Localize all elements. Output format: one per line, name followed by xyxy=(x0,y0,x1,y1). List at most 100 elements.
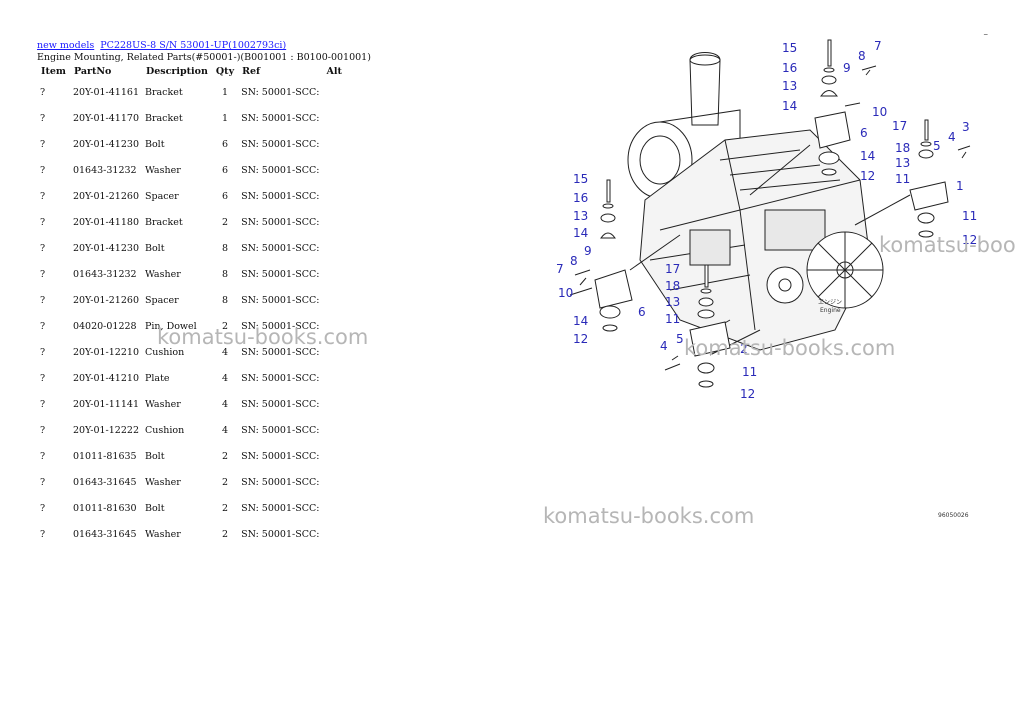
cell-ref: SN: 50001-SCC: xyxy=(241,503,320,514)
cell-partno: 01643-31645 xyxy=(72,529,137,540)
cell-item: ? xyxy=(40,373,46,384)
table-header-row: Item PartNo Description Qty Ref Alt xyxy=(37,66,346,87)
callout: 17 xyxy=(892,119,907,133)
exploded-diagram: 15 16 13 14 8 7 9 10 6 14 12 17 18 13 11… xyxy=(556,39,977,519)
cell-partno: 20Y-01-41230 xyxy=(72,139,139,150)
cell-item: ? xyxy=(40,113,46,124)
cell-ref: SN: 50001-SCC: xyxy=(241,191,320,202)
cell-item: ? xyxy=(40,191,46,202)
cell-ref: SN: 50001-SCC: xyxy=(241,139,320,150)
cell-ref: SN: 50001-SCC: xyxy=(241,477,320,488)
link-model[interactable]: PC228US-8 S/N 53001-UP(1002793ci) xyxy=(100,40,287,51)
cell-item: ? xyxy=(40,451,46,462)
callout: 13 xyxy=(665,295,680,309)
cell-ref: SN: 50001-SCC: xyxy=(241,321,320,332)
cell-partno: 01643-31232 xyxy=(72,165,137,176)
cell-qty: 4 xyxy=(221,399,229,410)
callout: 16 xyxy=(782,61,797,75)
cell-item: ? xyxy=(40,503,46,514)
callout: 18 xyxy=(665,279,680,293)
mount-parts xyxy=(569,39,971,388)
callout: 16 xyxy=(573,191,588,205)
cell-description: Washer xyxy=(144,477,181,488)
cell-alt xyxy=(322,295,345,321)
callout: 14 xyxy=(573,226,588,240)
cell-qty: 4 xyxy=(221,425,229,436)
cell-description: Pin, Dowel xyxy=(144,321,197,332)
cell-item: ? xyxy=(40,399,46,410)
watermark: komatsu-boo xyxy=(879,233,1016,257)
cell-partno: 20Y-01-41161 xyxy=(72,87,139,98)
cell-qty: 6 xyxy=(221,139,229,150)
callout: 14 xyxy=(782,99,797,113)
cell-description: Spacer xyxy=(144,191,179,202)
link-new-models[interactable]: new models xyxy=(37,40,95,51)
callout: 14 xyxy=(860,149,875,163)
cell-qty: 2 xyxy=(221,217,229,228)
cell-item: ? xyxy=(40,477,46,488)
callout: 11 xyxy=(665,312,680,326)
cell-partno: 20Y-01-12222 xyxy=(72,425,139,436)
cell-item: ? xyxy=(40,243,46,254)
cell-partno: 01643-31232 xyxy=(72,269,137,280)
cell-item: ? xyxy=(40,165,46,176)
cell-description: Bolt xyxy=(144,451,165,462)
cell-description: Cushion xyxy=(144,347,185,358)
callout: 13 xyxy=(782,79,797,93)
cell-ref: SN: 50001-SCC: xyxy=(241,87,320,98)
callout: 12 xyxy=(860,169,875,183)
cell-qty: 2 xyxy=(221,529,229,540)
callout: 7 xyxy=(556,262,564,276)
header-qty: Qty xyxy=(215,66,235,77)
cell-qty: 6 xyxy=(221,165,229,176)
cell-item: ? xyxy=(40,139,46,150)
callout: 5 xyxy=(933,139,941,153)
cell-alt xyxy=(322,425,345,451)
cell-alt xyxy=(322,243,345,269)
cell-ref: SN: 50001-SCC: xyxy=(241,373,320,384)
callout: 6 xyxy=(638,305,646,319)
breadcrumb: new models PC228US-8 S/N 53001-UP(100279… xyxy=(37,40,289,51)
header-description: Description xyxy=(145,66,208,77)
cell-partno: 20Y-01-11141 xyxy=(72,399,139,410)
cell-qty: 1 xyxy=(221,113,229,124)
cell-alt xyxy=(322,451,345,477)
cell-partno: 01643-31645 xyxy=(72,477,137,488)
cell-alt xyxy=(322,165,345,191)
callout: 1 xyxy=(956,179,964,193)
callout: 8 xyxy=(570,254,578,268)
cell-item: ? xyxy=(40,269,46,280)
cell-alt xyxy=(322,477,345,503)
cell-partno: 20Y-01-41230 xyxy=(72,243,139,254)
header-item: Item xyxy=(41,66,66,77)
cell-alt xyxy=(322,87,345,113)
cell-alt xyxy=(322,399,345,425)
callout: 11 xyxy=(895,172,910,186)
cell-item: ? xyxy=(40,529,46,540)
cell-qty: 4 xyxy=(221,373,229,384)
callout: 13 xyxy=(895,156,910,170)
cell-ref: SN: 50001-SCC: xyxy=(241,217,320,228)
watermark: komatsu-books.com xyxy=(684,336,896,360)
cell-description: Plate xyxy=(144,373,170,384)
cell-ref: SN: 50001-SCC: xyxy=(241,399,320,410)
callout: 17 xyxy=(665,262,680,276)
cell-description: Bracket xyxy=(144,113,183,124)
callout: 6 xyxy=(860,126,868,140)
callout: 5 xyxy=(676,332,684,346)
callout: 14 xyxy=(573,314,588,328)
callout: 15 xyxy=(782,41,797,55)
cell-partno: 20Y-01-41180 xyxy=(72,217,139,228)
cell-alt xyxy=(322,269,345,295)
cell-partno: 20Y-01-12210 xyxy=(72,347,139,358)
corner-mark: – xyxy=(983,30,989,40)
